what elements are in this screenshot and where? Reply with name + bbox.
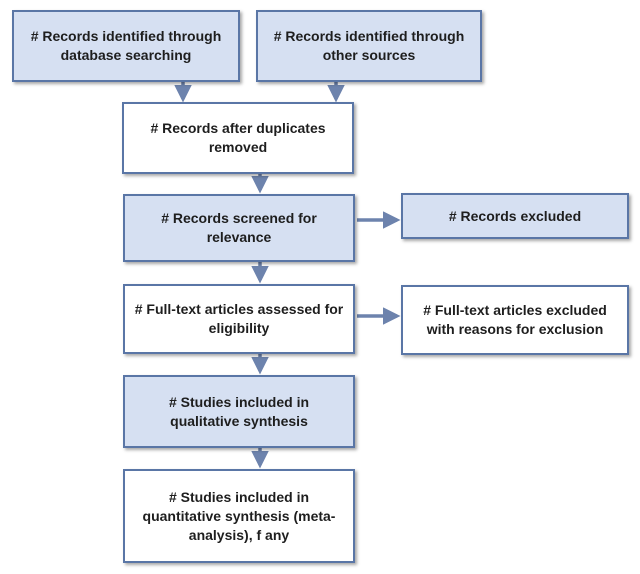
records-after-duplicates-label: # Records after duplicates removed: [150, 120, 326, 155]
records-excluded-label: # Records excluded: [448, 207, 582, 224]
fulltext-excluded-label: # Full-text articles excluded with reaso…: [423, 302, 607, 337]
records-identified-database-box: # Records identified through database se…: [12, 10, 240, 82]
fulltext-assessed-label: # Full-text articles assessed for eligib…: [134, 301, 344, 336]
studies-qualitative-box: # Studies included in qualitative synthe…: [123, 375, 355, 448]
records-identified-database-label: # Records identified through database se…: [30, 28, 222, 63]
records-identified-other-label: # Records identified through other sourc…: [273, 28, 465, 63]
fulltext-excluded-box: # Full-text articles excluded with reaso…: [401, 285, 629, 355]
studies-quantitative-box: # Studies included in quantitative synth…: [123, 469, 355, 563]
studies-qualitative-label: # Studies included in qualitative synthe…: [168, 393, 310, 429]
records-identified-other-box: # Records identified through other sourc…: [256, 10, 482, 82]
records-excluded-box: # Records excluded: [401, 193, 629, 239]
fulltext-assessed-box: # Full-text articles assessed for eligib…: [123, 284, 355, 354]
records-after-duplicates-box: # Records after duplicates removed: [122, 102, 354, 174]
studies-quantitative-label: # Studies included in quantitative synth…: [142, 488, 336, 543]
records-screened-box: # Records screened for relevance: [123, 194, 355, 262]
records-screened-label: # Records screened for relevance: [161, 210, 317, 245]
